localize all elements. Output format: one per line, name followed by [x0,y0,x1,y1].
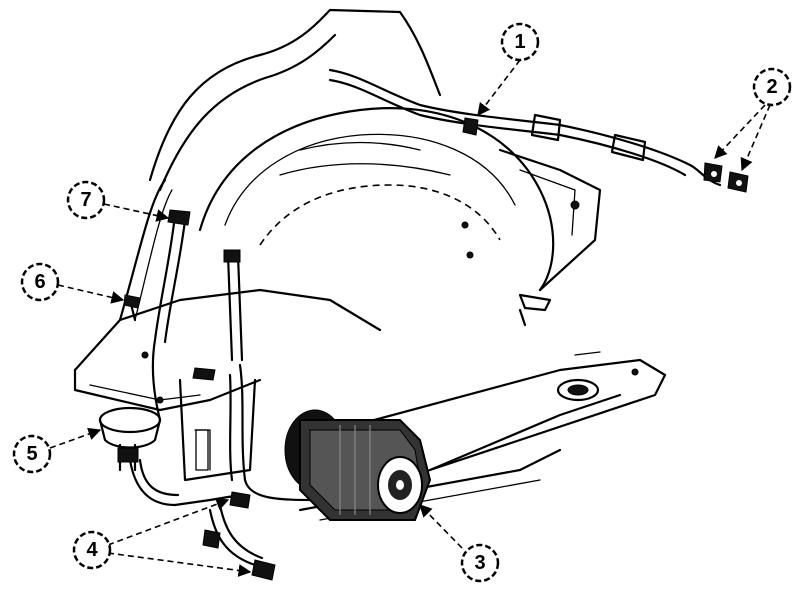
callout-3-circle [460,543,500,583]
wheelhouse-body [73,8,667,521]
callout-5-circle [12,434,52,474]
callout-4-label: 4 [86,539,98,561]
callout-4-circle [72,530,112,570]
callout-5-label: 5 [26,443,37,465]
callout-7-circle [66,180,106,220]
callouts: 1 2 3 4 5 6 7 [12,22,792,583]
callout-6-label: 6 [34,271,45,293]
callout-2-circle [752,67,792,107]
compressor [284,409,432,521]
callout-2-label: 2 [766,76,777,98]
callout-7-label: 7 [80,189,91,211]
callout-6-circle [20,262,60,302]
ac-lines [98,68,749,581]
callout-3-label: 3 [474,552,485,574]
callout-1-circle [500,22,540,62]
callout-1-label: 1 [514,31,525,53]
